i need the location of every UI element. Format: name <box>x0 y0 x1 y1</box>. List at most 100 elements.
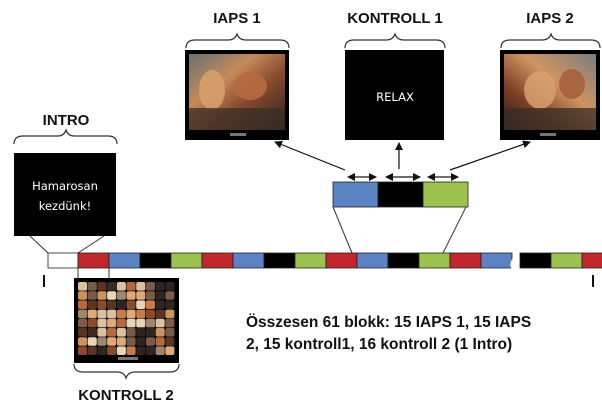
arrow-to-iaps1 <box>274 140 346 171</box>
summary-line2: 2, 15 kontroll1, 16 kontroll 2 (1 Intro) <box>246 336 512 353</box>
mosaic-cell <box>78 318 88 328</box>
intro-text-line1: Hamarosan <box>32 179 98 193</box>
mosaic-caption <box>118 357 138 360</box>
mosaic-cell <box>145 346 155 355</box>
timeline-bar <box>47 249 602 271</box>
mosaic-cell <box>78 328 88 337</box>
brace-iaps2 <box>500 32 601 49</box>
mosaic-cell <box>116 309 126 319</box>
mosaic-cell <box>136 337 146 346</box>
mosaic-cell <box>136 282 146 291</box>
timeline-block-iaps1 <box>108 252 141 269</box>
mosaic-cell <box>155 282 165 291</box>
connector-intro-right <box>77 235 105 254</box>
mosaic-cell <box>136 318 146 328</box>
mosaic-cell <box>155 318 165 328</box>
mosaic-cell <box>145 337 155 346</box>
mosaic-cell <box>116 346 126 355</box>
mosaic-cell <box>145 309 155 319</box>
timeline-block-iaps2 <box>550 252 583 269</box>
mosaic-cell <box>145 328 155 337</box>
zoom-block-iaps2 <box>422 181 469 208</box>
mosaic-cell <box>126 346 136 355</box>
mosaic-cell <box>165 309 175 319</box>
mosaic-cell <box>126 282 136 291</box>
mosaic-cell <box>145 291 155 300</box>
mosaic-cell <box>116 291 126 300</box>
mosaic-cell <box>87 309 97 319</box>
mosaic-cell <box>107 282 117 291</box>
label-iaps1: IAPS 1 <box>213 10 261 27</box>
connector-zoom-left <box>332 206 353 254</box>
timeline-block-kontroll2 <box>77 252 110 269</box>
label-kontroll1: KONTROLL 1 <box>347 10 443 27</box>
mosaic-cell <box>145 318 155 328</box>
mosaic-cell <box>97 291 107 300</box>
timeline-block-iaps2 <box>418 252 451 269</box>
mosaic-cell <box>136 291 146 300</box>
brace-kontroll2 <box>73 363 180 380</box>
mosaic-cell <box>126 337 136 346</box>
mosaic-cell <box>155 291 165 300</box>
mosaic-cell <box>116 282 126 291</box>
kontroll1-relax-screen: RELAX <box>345 50 444 140</box>
mosaic-cell <box>155 300 165 309</box>
summary-line1: Összesen 61 blokk: 15 IAPS 1, 15 IAPS <box>246 314 531 331</box>
mosaic-cell <box>126 328 136 337</box>
mosaic-cell <box>116 300 126 309</box>
timeline-block-kontroll1 <box>263 252 296 269</box>
connector-intro-left <box>29 235 49 254</box>
timeline-block-iaps1 <box>480 252 513 269</box>
mosaic-cell <box>136 346 146 355</box>
mosaic-cell <box>107 291 117 300</box>
mosaic-cell <box>136 328 146 337</box>
label-intro: INTRO <box>43 112 90 129</box>
mosaic-cell <box>165 346 175 355</box>
mosaic-cell <box>165 337 175 346</box>
mosaic-cell <box>78 309 88 319</box>
timeline-block-kontroll1 <box>519 252 552 269</box>
mosaic-cell <box>145 300 155 309</box>
timeline-block-iaps1 <box>356 252 389 269</box>
arrow-to-iaps2 <box>449 140 531 171</box>
timeline-block-kontroll1 <box>139 252 172 269</box>
mosaic-cell <box>78 346 88 355</box>
mosaic-cell <box>97 300 107 309</box>
mosaic-cell <box>165 300 175 309</box>
arrows <box>274 140 531 181</box>
mosaic-cell <box>165 328 175 337</box>
mosaic-cell <box>145 282 155 291</box>
kontroll2-scrambled-image <box>74 278 179 363</box>
mosaic-cell <box>97 337 107 346</box>
mosaic-cell <box>97 318 107 328</box>
mosaic-cell <box>155 309 165 319</box>
mosaic-cell <box>87 300 97 309</box>
mosaic-cell <box>107 346 117 355</box>
mosaic-cell <box>116 337 126 346</box>
timeline-block-kontroll2 <box>581 252 602 269</box>
label-iaps2: IAPS 2 <box>526 10 574 27</box>
mosaic-cell <box>126 309 136 319</box>
timeline-block-kontroll1 <box>387 252 420 269</box>
mosaic-cell <box>87 291 97 300</box>
relax-text: RELAX <box>376 90 414 104</box>
mosaic-cell <box>78 291 88 300</box>
mosaic-cell <box>155 328 165 337</box>
mosaic-cell <box>165 291 175 300</box>
mosaic-cell <box>78 300 88 309</box>
mosaic-cell <box>155 346 165 355</box>
mosaic-cell <box>116 328 126 337</box>
mosaic-cell <box>87 346 97 355</box>
brace-intro <box>13 128 118 145</box>
mosaic-cell <box>87 282 97 291</box>
mosaic-cell <box>126 291 136 300</box>
timeline-block-iaps2 <box>170 252 203 269</box>
mosaic-cell <box>87 318 97 328</box>
mosaic-pattern <box>78 282 175 360</box>
mosaic-cell <box>107 300 117 309</box>
mosaic-cell <box>136 309 146 319</box>
connector-zoom-right <box>442 206 467 254</box>
mosaic-cell <box>97 309 107 319</box>
mosaic-cell <box>107 328 117 337</box>
